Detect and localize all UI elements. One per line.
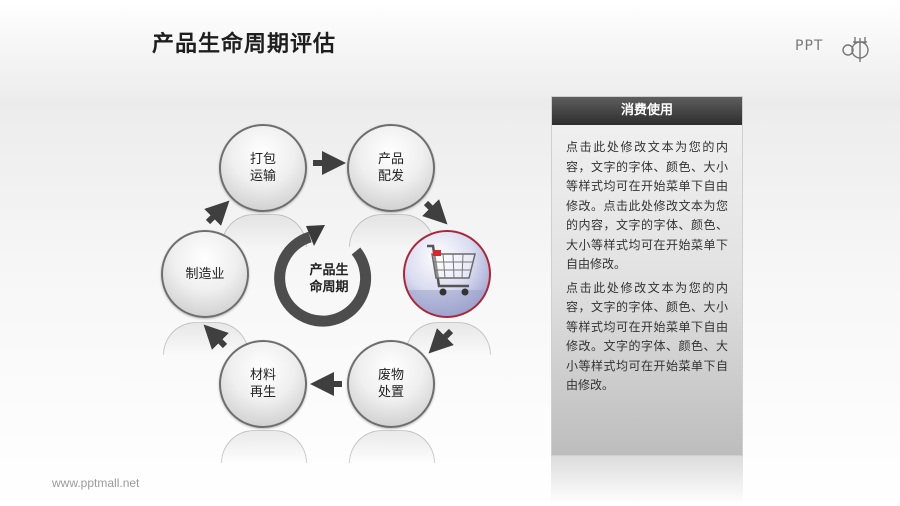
shopping-cart-icon bbox=[405, 244, 489, 316]
logo-mark-icon bbox=[842, 37, 869, 62]
arrow-up-left-icon bbox=[203, 324, 229, 350]
info-panel: 消费使用 点击此处修改文本为您的内容，文字的字体、颜色、大小等样式均可在开始菜单… bbox=[551, 96, 743, 456]
node-label: 运输 bbox=[249, 169, 276, 184]
node-label: 处置 bbox=[377, 385, 404, 400]
node-manufacturing[interactable]: 制造业 bbox=[161, 230, 249, 318]
panel-reflection bbox=[551, 456, 743, 504]
page-title: 产品生命周期评估 bbox=[152, 32, 337, 57]
node-pack-transport[interactable]: 打包运输 bbox=[219, 124, 307, 212]
node-product-distribution[interactable]: 产品配发 bbox=[347, 124, 435, 212]
node-consumer-use[interactable] bbox=[403, 230, 491, 318]
node-reflection bbox=[349, 430, 435, 463]
panel-header: 消费使用 bbox=[552, 97, 742, 125]
node-label: 制造业 bbox=[185, 266, 225, 282]
logo-text: PPT bbox=[795, 38, 824, 54]
center-label-line1: 产品生 bbox=[309, 263, 349, 278]
node-label: 废物 bbox=[377, 368, 404, 383]
node-label: 材料 bbox=[249, 368, 276, 383]
arrow-down-left-icon bbox=[428, 328, 454, 354]
node-waste-disposal[interactable]: 废物处置 bbox=[347, 340, 435, 428]
panel-paragraph-2[interactable]: 点击此处修改文本为您的内容，文字的字体、颜色、大小等样式均可在开始菜单下自由修改… bbox=[566, 280, 728, 393]
center-label: 产品生 命周期 bbox=[297, 262, 361, 296]
footer-url: www.pptmall.net bbox=[52, 476, 140, 490]
logo: PPT bbox=[795, 34, 875, 64]
cycle-ring-icon bbox=[274, 225, 372, 327]
node-label: 打包 bbox=[249, 152, 276, 167]
node-label: 产品 bbox=[377, 152, 404, 167]
node-reflection bbox=[221, 430, 307, 463]
node-material-regen[interactable]: 材料再生 bbox=[219, 340, 307, 428]
node-label: 配发 bbox=[377, 169, 404, 184]
arrow-up-right-icon bbox=[204, 200, 230, 226]
node-label: 再生 bbox=[249, 385, 276, 400]
center-label-line2: 命周期 bbox=[309, 280, 349, 295]
arrow-down-right-icon bbox=[422, 199, 448, 225]
panel-paragraph-1[interactable]: 点击此处修改文本为您的内容，文字的字体、颜色、大小等样式均可在开始菜单下自由修改… bbox=[566, 140, 728, 271]
